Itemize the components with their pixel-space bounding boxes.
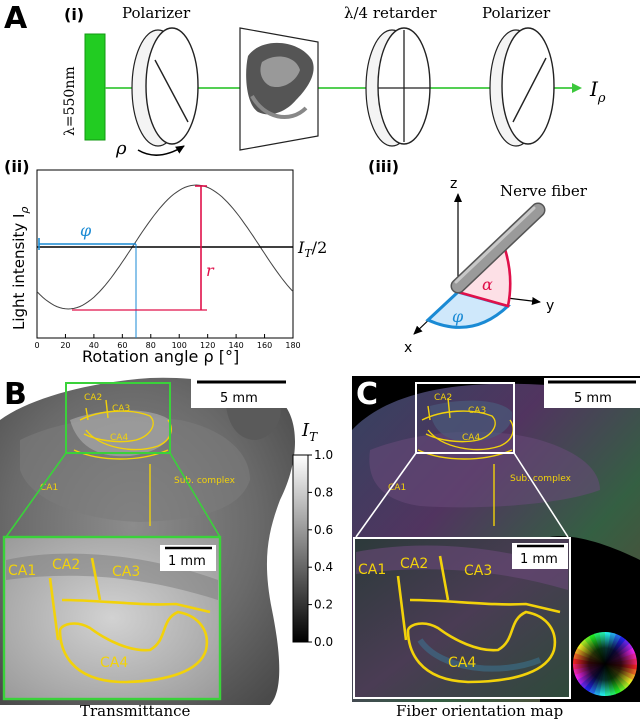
region-label-b-ca3: CA3 [112, 404, 130, 414]
colorbar: IT 1.0 0.8 0.6 0.4 0.2 0.0 [292, 420, 333, 649]
inset-label-c-ca1: CA1 [358, 562, 386, 578]
colorbar-tick-label: 0.0 [314, 635, 333, 649]
x-tick-label: 100 [172, 341, 187, 350]
polarizer-1-label: Polarizer [122, 4, 191, 22]
fiber-label: Nerve fiber [500, 182, 588, 200]
x-tick-label: 20 [60, 341, 70, 350]
nerve-fiber-rod [450, 202, 546, 294]
inset-label-c-ca2: CA2 [400, 556, 428, 572]
intensity-curve [36, 184, 294, 310]
x-ticks: 0 20 40 60 80 100 120 140 160 180 [34, 334, 301, 350]
x-tick-label: 120 [200, 341, 215, 350]
x-tick-label: 0 [34, 341, 39, 350]
sublabel-ii: (ii) [4, 157, 30, 176]
polarizer-2 [489, 27, 555, 147]
inset-label-b-ca4: CA4 [100, 655, 128, 671]
region-label-b-ca1: CA1 [40, 483, 58, 493]
colorbar-tick-label: 0.8 [314, 485, 333, 499]
inset-outlines-b [48, 557, 211, 684]
x-tick-label: 180 [285, 341, 300, 350]
region-label-c-ca2: CA2 [434, 393, 452, 403]
half-intensity-label: IT/2 [297, 238, 327, 260]
r-label: r [206, 261, 215, 280]
x-tick-label: 160 [257, 341, 272, 350]
region-label-c-ca1: CA1 [388, 483, 406, 493]
plot-xlabel: Rotation angle ρ [°] [82, 347, 239, 366]
y-axis-label: y [546, 298, 554, 314]
rotation-arrow [137, 145, 185, 156]
fiber-projection [457, 291, 509, 307]
panel-letter-c: C [356, 377, 378, 412]
zoom-frame-b [65, 382, 171, 454]
colorbar-ticks: 1.0 0.8 0.6 0.4 0.2 0.0 [308, 448, 333, 649]
region-label-b-sub: Sub. complex [174, 476, 236, 486]
colorbar-tick-label: 0.6 [314, 523, 333, 537]
region-label-c-ca3: CA3 [468, 406, 486, 416]
x-tick-label: 60 [117, 341, 127, 350]
panel-letter-b: B [4, 377, 27, 412]
scalebar-label-c: 5 mm [574, 391, 612, 406]
x-tick-label: 40 [89, 341, 99, 350]
retarder-label: λ/4 retarder [344, 4, 438, 22]
rotation-symbol: ρ [115, 138, 127, 159]
colorbar-title: IT [301, 420, 318, 444]
x-tick-label: 140 [228, 341, 243, 350]
inset-scalebar-label-b: 1 mm [168, 554, 206, 569]
wavelength-label: λ=550nm [62, 66, 78, 136]
inset-label-c-ca4: CA4 [448, 655, 476, 671]
inset-label-b-ca3: CA3 [112, 564, 140, 580]
scalebar-label-b: 5 mm [220, 391, 258, 406]
inset-label-b-ca1: CA1 [8, 563, 36, 579]
region-label-c-ca4: CA4 [462, 433, 480, 443]
panel-c: C 5 mm CA2 CA3 CA4 CA1 Sub. complex 1 mm [352, 376, 640, 719]
color-wheel-center [573, 632, 637, 696]
panel-b: B 5 mm CA2 CA3 CA4 CA1 Sub. complex [0, 377, 295, 719]
region-label-b-ca4: CA4 [110, 433, 128, 443]
colorbar-tick-label: 0.4 [314, 560, 333, 574]
sample-slide [239, 27, 319, 151]
panel-a: A (i) λ=550nm Polarizer ρ λ/4 retarder [4, 1, 606, 159]
colorbar-tick-label: 1.0 [314, 448, 333, 462]
alpha-label: α [482, 275, 493, 294]
x-axis-label: x [404, 340, 412, 356]
retarder [365, 27, 431, 147]
fiber-diagram: (iii) Nerve fiber z y x φ α [368, 157, 588, 356]
inset-label-c-ca3: CA3 [464, 563, 492, 579]
sublabel-iii: (iii) [368, 157, 399, 176]
plot-ylabel: Light intensity Iρ [10, 207, 31, 330]
inset-label-b-ca2: CA2 [52, 557, 80, 573]
x-tick-label: 80 [146, 341, 156, 350]
inset-outlines-c [396, 555, 561, 684]
colorbar-tick-label: 0.2 [314, 598, 333, 612]
polarizer-2-label: Polarizer [482, 4, 551, 22]
phi-label: φ [80, 221, 92, 240]
polarizer-1 [131, 27, 199, 147]
tissue-region-b [20, 416, 250, 522]
plot-frame [36, 169, 294, 339]
light-source [84, 33, 106, 141]
caption-c: Fiber orientation map [396, 702, 563, 719]
colorbar-gradient [292, 454, 309, 643]
intensity-plot: (ii) IT/2 φ r 0 20 40 60 80 100 120 140 160 180 L… [4, 157, 327, 366]
region-label-c-sub: Sub. complex [510, 474, 572, 484]
output-intensity-label: Iρ [589, 77, 606, 106]
region-label-b-ca2: CA2 [84, 393, 102, 403]
phi-sector-label: φ [452, 307, 464, 326]
zoom-frame-c [415, 382, 515, 454]
sublabel-i: (i) [64, 5, 84, 24]
panel-letter-a: A [4, 1, 28, 36]
inset-scalebar-label-c: 1 mm [520, 552, 558, 567]
caption-b: Transmittance [80, 702, 191, 719]
z-axis-label: z [450, 176, 457, 192]
